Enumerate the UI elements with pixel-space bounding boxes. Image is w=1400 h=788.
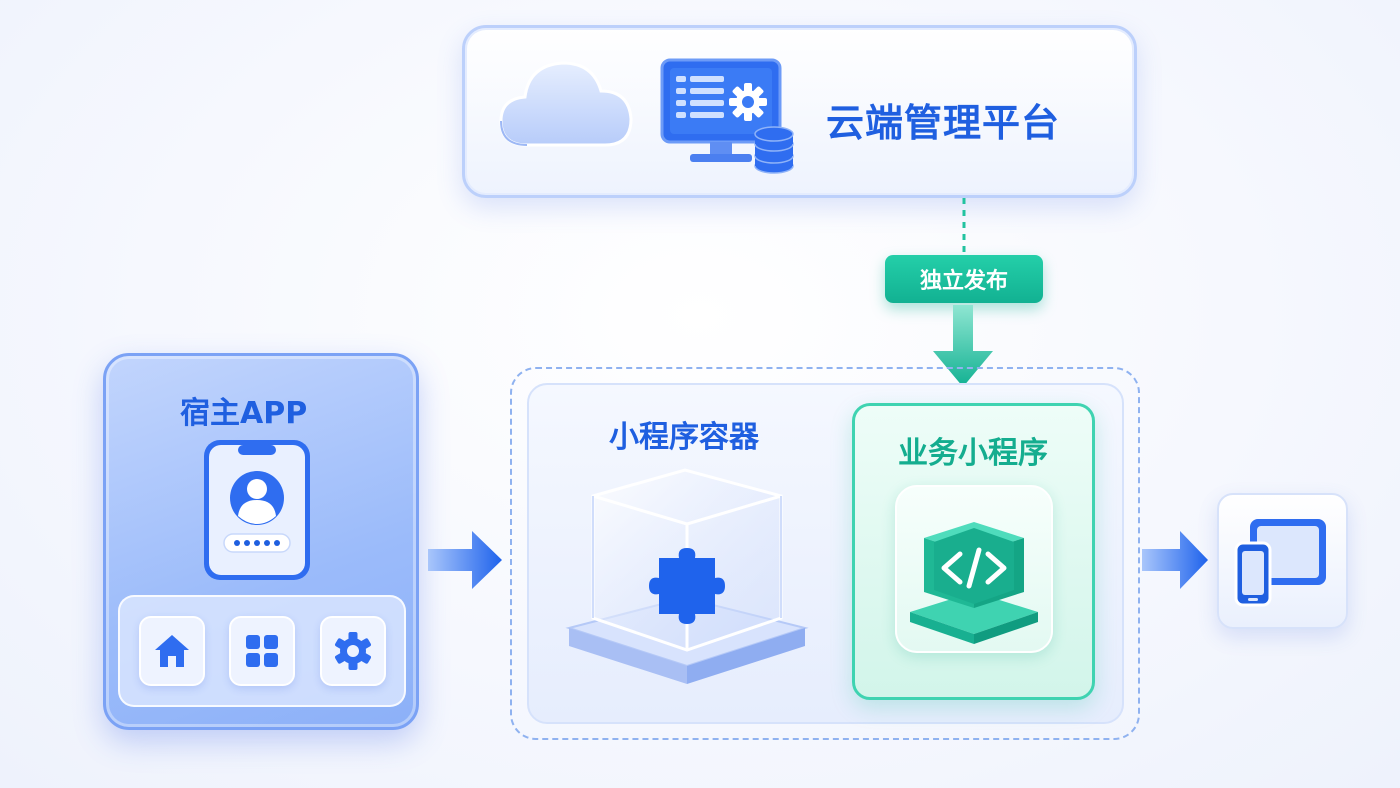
down-arrow-icon bbox=[933, 305, 993, 387]
cloud-icon bbox=[499, 61, 633, 147]
grid-icon bbox=[246, 635, 278, 667]
dashed-connector bbox=[962, 198, 966, 254]
container-boundary bbox=[510, 367, 1140, 740]
settings-button[interactable] bbox=[320, 616, 386, 686]
phone-tablet-icon bbox=[1234, 519, 1326, 607]
code-cube-icon bbox=[910, 522, 1038, 644]
user-avatar-icon bbox=[230, 471, 284, 525]
right-arrow-icon bbox=[428, 531, 502, 589]
host-app-title: 宿主APP bbox=[180, 396, 308, 431]
cloud-platform-title: 云端管理平台 bbox=[826, 101, 1061, 145]
business-miniprogram-title: 业务小程序 bbox=[898, 436, 1048, 471]
gear-icon bbox=[335, 632, 371, 670]
grid-button[interactable] bbox=[229, 616, 295, 686]
right-arrow-icon bbox=[1142, 531, 1208, 589]
home-icon bbox=[155, 635, 189, 667]
database-icon bbox=[754, 126, 794, 174]
monitor-settings-icon bbox=[660, 58, 782, 162]
home-button[interactable] bbox=[139, 616, 205, 686]
phone-login-icon bbox=[204, 440, 310, 580]
container-title: 小程序容器 bbox=[609, 420, 759, 455]
publish-tag: 独立发布 bbox=[885, 255, 1043, 303]
puzzle-cube-icon bbox=[565, 468, 809, 684]
